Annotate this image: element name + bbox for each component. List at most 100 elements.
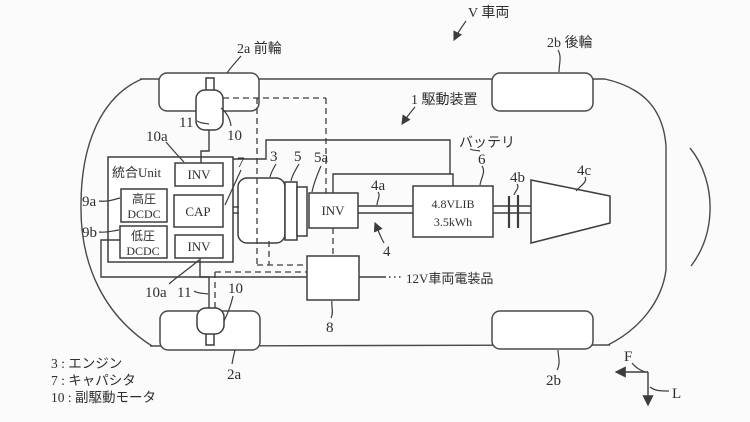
ref11-bottom-leader <box>193 290 209 295</box>
vehicle-arrow <box>453 20 467 42</box>
battery-name-label: バッテリ <box>459 136 515 151</box>
engine-assembly: INV <box>237 177 359 244</box>
legend-capacitor: 7 : キャパシタ <box>51 373 136 388</box>
ref6-leader-wave <box>469 148 481 152</box>
drive-device-arrow <box>401 106 416 125</box>
lv-dcdc-line1: 低圧 <box>131 229 155 243</box>
aux-12v-label: 12V車両電装品 <box>406 271 493 286</box>
car-rear-edge <box>604 78 667 346</box>
ref-10a-bottom: 10a <box>145 285 167 301</box>
ref7-leader <box>224 169 242 206</box>
battery-leader <box>479 165 485 186</box>
unit-to-battery-bus <box>233 139 451 174</box>
leader-lines <box>98 20 587 371</box>
ref-5: 5 <box>294 149 302 165</box>
inv-bottom-box <box>174 234 224 259</box>
ref5-leader <box>290 163 300 182</box>
vehicle-label: V 車両 <box>468 4 509 21</box>
wheels <box>158 72 594 351</box>
ref-2a: 2a <box>227 367 242 383</box>
hv-dcdc-line1: 高圧 <box>132 191 156 206</box>
box-8-dcdc-12v <box>306 255 360 301</box>
hv-dcdc-box <box>120 188 168 223</box>
drive-device-label: 1 駆動装置 <box>411 92 478 108</box>
inv-bottom-label: INV <box>187 239 211 254</box>
ref-5a: 5a <box>314 150 329 166</box>
front-wheel-label: 2a 前輪 <box>237 40 282 57</box>
ref-10-top: 10 <box>227 128 242 144</box>
lv-dcdc-box <box>119 225 168 259</box>
rear-left-wheel <box>491 72 594 112</box>
text-labels: V 車両 1 駆動装置 2a 前輪 2b 後輪 バッテリ 6 3 5 5a 4a… <box>82 4 681 402</box>
ref2b-leader <box>556 349 560 371</box>
axis-front-label: F <box>624 349 632 365</box>
rear-right-wheel <box>491 310 594 350</box>
ref2a-leader <box>231 349 236 365</box>
ref10a-bottom-leader <box>168 259 200 285</box>
axis-l-tick <box>649 386 670 392</box>
motor-generator-outer <box>284 181 298 241</box>
bottom-drive-shaft <box>199 258 210 308</box>
ref-6: 6 <box>478 152 486 168</box>
ref9b-leader <box>98 229 120 233</box>
hv-dcdc-line2: DCDC <box>127 207 160 221</box>
ref-4c: 4c <box>577 163 592 179</box>
top-motor-shaft-stub <box>205 77 215 92</box>
ref10-bottom-leader <box>223 295 234 322</box>
inverter-5a-label: INV <box>321 203 345 218</box>
ref9a-leader <box>98 197 121 202</box>
ref4a-leader <box>376 191 380 206</box>
ref-7: 7 <box>237 155 245 171</box>
legend-engine: 3 : エンジン <box>51 356 122 371</box>
ref-11-top: 11 <box>179 115 193 131</box>
legend: 3 : エンジン 7 : キャパシタ 10 : 副駆動モータ <box>51 356 156 405</box>
motor-generator-inner <box>296 186 308 237</box>
cap-box <box>173 194 224 228</box>
car-front-arc <box>80 78 153 347</box>
top-sub-drive-motor <box>195 89 224 131</box>
battery-box <box>412 185 494 238</box>
ref-10-bottom: 10 <box>228 281 243 297</box>
ref-9a: 9a <box>82 194 97 210</box>
ref-8: 8 <box>326 320 334 336</box>
inv-top-box <box>174 162 224 187</box>
control-lines <box>214 97 334 308</box>
rear-wheel-leader <box>557 49 561 73</box>
top-drive-shaft <box>200 130 210 163</box>
ref-4b: 4b <box>510 170 525 186</box>
lv-dcdc-line2: DCDC <box>126 244 159 258</box>
car-rear-bumper-arc <box>689 147 711 267</box>
front-wheel-leader <box>226 55 242 74</box>
ref10-top-leader <box>220 107 232 127</box>
ref5a-leader <box>311 165 322 193</box>
battery-assembly: 4.8VLIB 3.5kWh <box>412 185 494 238</box>
integrated-unit: 統合Unit INV CAP INV 高圧 DCDC 低圧 DCDC <box>107 156 234 263</box>
battery-spec-line2: 3.5kWh <box>434 215 472 229</box>
cone-4c <box>530 179 611 244</box>
ref11-top-leader <box>196 120 210 125</box>
ref10a-top-leader <box>165 141 185 163</box>
axis-left-label: L <box>672 386 681 402</box>
ref4b-leader <box>513 183 519 196</box>
power-wires <box>100 130 532 308</box>
ref-11-bottom: 11 <box>177 285 191 301</box>
cap-label: CAP <box>185 204 210 219</box>
ref4-arrow <box>373 221 385 244</box>
axis-f-leader <box>631 362 646 373</box>
ref8-leader <box>330 300 333 319</box>
rear-wheel-label: 2b 後輪 <box>547 34 593 51</box>
bottom-sub-drive-motor <box>196 307 225 335</box>
engine-block <box>237 177 286 244</box>
inverter-to-battery-top-bus <box>332 173 454 193</box>
ref-4: 4 <box>383 244 391 260</box>
ref-4a: 4a <box>371 178 386 194</box>
ref-2b: 2b <box>546 373 561 389</box>
ref-10a-top: 10a <box>146 129 168 145</box>
rear-power-takeoff <box>507 179 611 244</box>
direction-axes <box>614 362 670 407</box>
inv-top-label: INV <box>187 167 211 182</box>
ref4c-leader <box>575 176 587 192</box>
ref-3: 3 <box>270 149 278 165</box>
